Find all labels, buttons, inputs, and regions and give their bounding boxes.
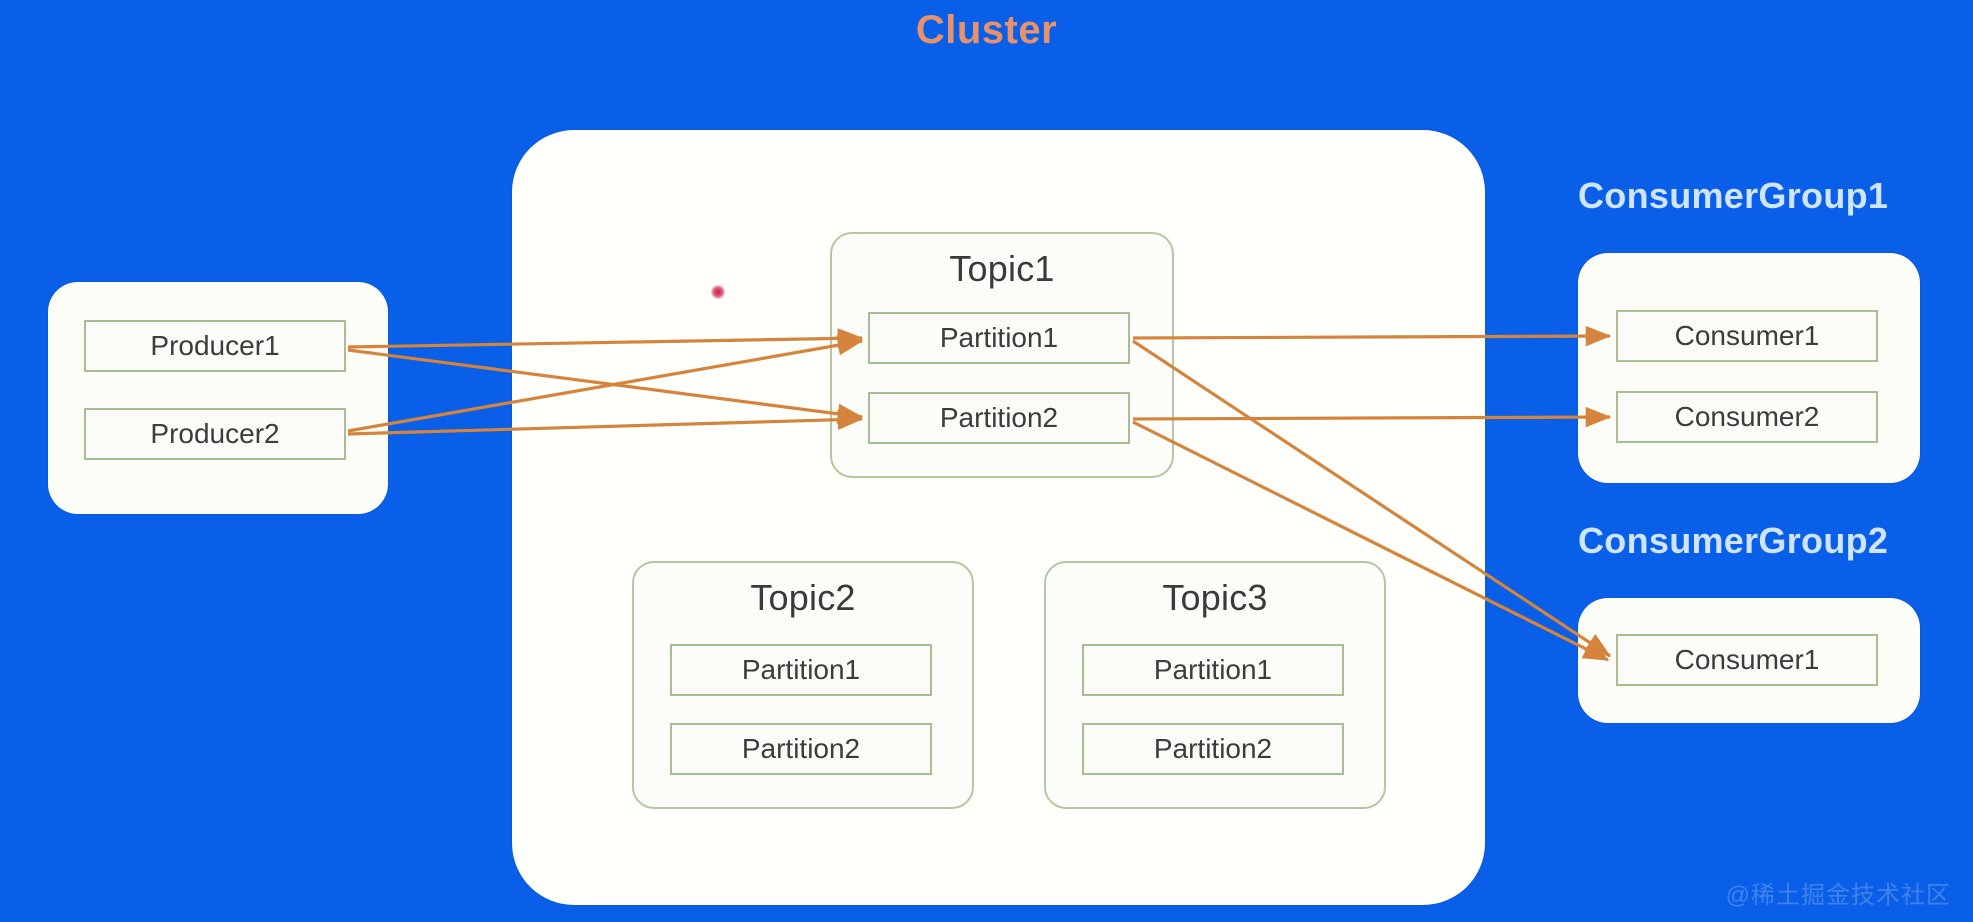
watermark-text: @稀土掘金技术社区 xyxy=(1725,882,1951,909)
consumer-group-1-title: ConsumerGroup1 xyxy=(1578,175,1889,216)
cluster-title: Cluster xyxy=(915,8,1058,52)
producer-box-2[interactable]: Producer2 xyxy=(84,408,346,460)
cursor-dot-marker xyxy=(711,285,725,299)
producer-group-container xyxy=(48,282,388,514)
consumer-group-1-consumer-1[interactable]: Consumer1 xyxy=(1616,310,1878,362)
producer-box-1[interactable]: Producer1 xyxy=(84,320,346,372)
consumer-group-1-consumer-2[interactable]: Consumer2 xyxy=(1616,391,1878,443)
topic3-partition-1[interactable]: Partition1 xyxy=(1082,644,1344,696)
topic1-partition-1[interactable]: Partition1 xyxy=(868,312,1130,364)
topic3-partition-2[interactable]: Partition2 xyxy=(1082,723,1344,775)
consumer-group-2-consumer-1[interactable]: Consumer1 xyxy=(1616,634,1878,686)
consumer-group-1-container xyxy=(1578,253,1920,483)
topic-label-1: Topic1 xyxy=(949,248,1055,289)
consumer-group-2-title: ConsumerGroup2 xyxy=(1578,520,1889,561)
topic-label-2: Topic2 xyxy=(750,577,856,618)
topic2-partition-2[interactable]: Partition2 xyxy=(670,723,932,775)
topic-label-3: Topic3 xyxy=(1162,577,1268,618)
topic1-partition-2[interactable]: Partition2 xyxy=(868,392,1130,444)
topic2-partition-1[interactable]: Partition1 xyxy=(670,644,932,696)
